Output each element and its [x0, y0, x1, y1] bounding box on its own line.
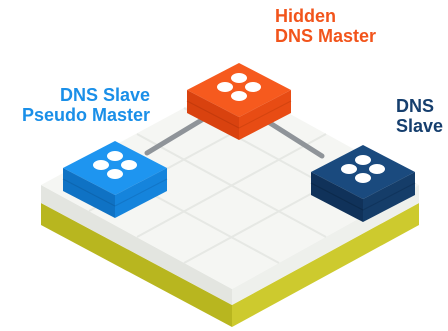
- dns-slave-node: [310, 145, 416, 222]
- label-line-1: Hidden: [275, 6, 336, 26]
- platform-base-right: [232, 203, 419, 327]
- link-master-to-slave: [259, 115, 325, 159]
- four-dots-icon: [93, 151, 137, 179]
- label-line-2: Pseudo Master: [21, 105, 150, 125]
- platform-base-left: [41, 203, 232, 327]
- dns-slave-pseudo-master-label: DNS Slave Pseudo Master: [8, 85, 150, 125]
- dns-slave-pseudo-master-node: [62, 141, 168, 218]
- link-master-to-pseudo-master: [144, 115, 208, 156]
- label-line-2: DNS Master: [275, 26, 377, 46]
- hidden-dns-master-node: [186, 63, 292, 140]
- label-line-1: DNS Slave: [59, 85, 150, 105]
- hidden-dns-master-label: Hidden DNS Master: [275, 6, 376, 46]
- platform-side-left: [41, 185, 232, 305]
- connections: [144, 115, 325, 159]
- four-dots-icon: [341, 155, 385, 183]
- four-dots-icon: [217, 73, 261, 101]
- dns-slave-label: DNS Slave: [396, 96, 443, 136]
- label-line-2: Slave: [396, 116, 444, 136]
- label-line-1: DNS: [396, 96, 435, 116]
